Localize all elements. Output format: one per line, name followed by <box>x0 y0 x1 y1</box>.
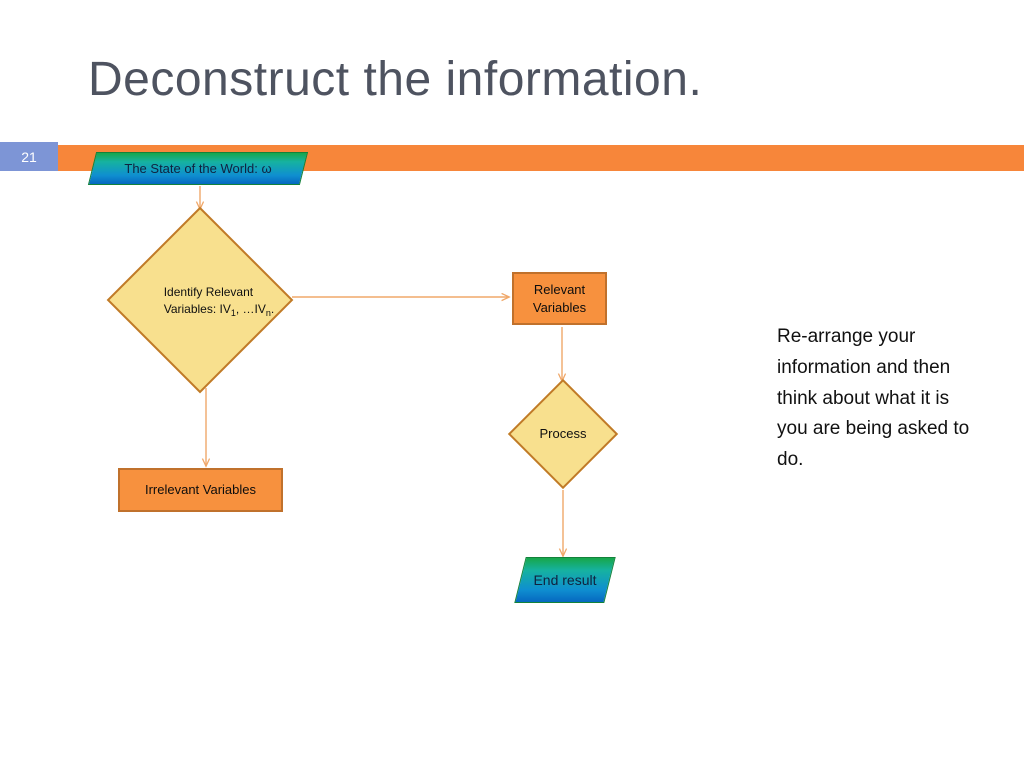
node-state-of-world-label: The State of the World: ω <box>124 160 272 176</box>
instruction-note: Re-arrange your information and then thi… <box>777 326 970 471</box>
identify-label-sub2: n <box>265 308 271 318</box>
node-state-of-world[interactable]: The State of the World: ω <box>87 152 309 185</box>
node-process[interactable]: Process <box>507 378 619 490</box>
page-number-badge: 21 <box>0 142 58 171</box>
identify-label-line1: Identify Relevant <box>163 284 254 299</box>
node-process-label: Process <box>539 425 587 441</box>
node-end-result[interactable]: End result <box>514 557 616 603</box>
node-end-result-label: End result <box>533 571 597 588</box>
identify-label-line2-post: . <box>270 302 275 316</box>
identify-label-sub1: 1 <box>230 308 236 318</box>
page-title: Deconstruct the information. <box>88 53 703 106</box>
node-identify-relevant-variables-label: Identify Relevant Variables: IV1, …IVn. <box>164 284 275 319</box>
node-identify-relevant-variables[interactable]: Identify Relevant Variables: IV1, …IVn. <box>106 206 294 394</box>
node-irrelevant-variables[interactable]: Irrelevant Variables <box>118 468 283 512</box>
identify-label-line2-pre: Variables: IV <box>163 302 231 316</box>
identify-label-line2-mid: , …IV <box>235 302 266 316</box>
node-relevant-variables[interactable]: Relevant Variables <box>512 272 607 325</box>
